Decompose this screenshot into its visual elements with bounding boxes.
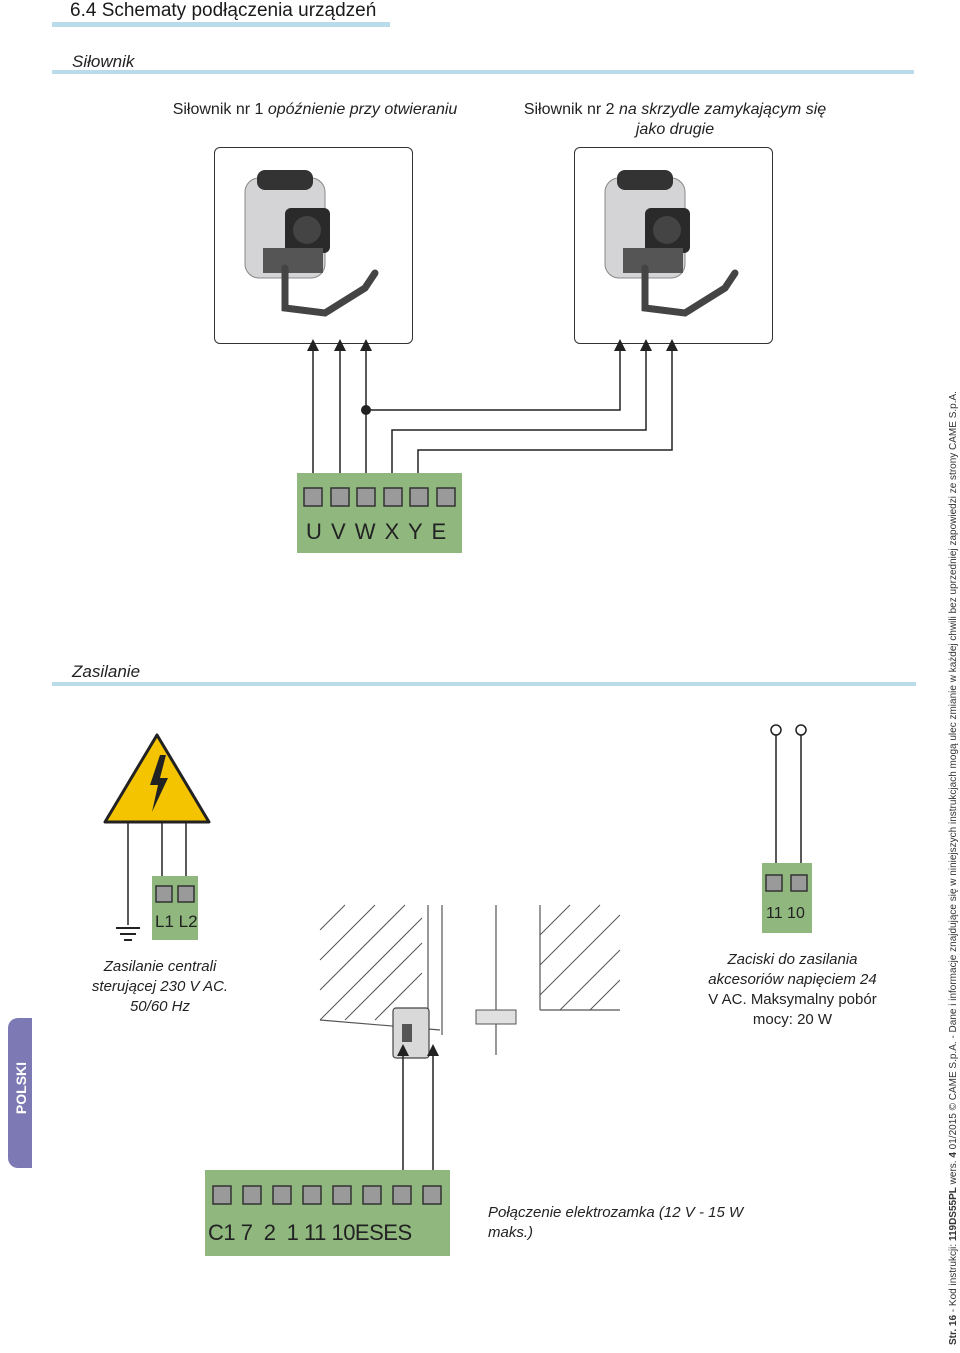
- power-caption-line3: 50/60 Hz: [129, 998, 191, 1015]
- motor1-label-italic: opóźnienie przy otwieraniu: [267, 101, 458, 118]
- language-side-tab-label: POLSKI: [13, 1061, 29, 1115]
- motor2-label-line2: jako drugie: [635, 121, 715, 138]
- accessory-caption-line4: mocy: 20 W: [752, 1011, 833, 1028]
- accessory-caption-line3: V AC. Maksymalny pobór: [708, 991, 877, 1008]
- accessory-terminal-labels: 11 10: [766, 905, 805, 922]
- control-terminal-block: [205, 1170, 450, 1256]
- page-footer: Str. 16 - Kod instrukcji: 119DS55PL wers…: [948, 391, 959, 1345]
- footer-code: 119DS55PL: [948, 1187, 959, 1242]
- motor1-box: [214, 147, 413, 344]
- footer-page: Str. 16: [948, 1314, 959, 1345]
- accessory-caption: Zaciski do zasilania akcesoriów napięcie…: [705, 950, 880, 1030]
- motor1-label-normal: Siłownik nr 1: [172, 101, 268, 118]
- wire-x: [386, 339, 652, 491]
- motor1-label: Siłownik nr 1 opóźnienie przy otwieraniu: [160, 100, 470, 120]
- power-section-heading: Zasilanie: [72, 662, 141, 681]
- gate-operator-icon: [244, 170, 379, 317]
- motor2-label: Siłownik nr 2 na skrzydle zamykającym si…: [505, 100, 845, 140]
- motor2-label-italic: na skrzydle zamykającym się: [618, 101, 827, 118]
- motor-terminal-labels: U V W X Y E: [306, 519, 447, 544]
- footer-code-prefix: - Kod instrukcji:: [948, 1241, 959, 1315]
- accessory-caption-line1: Zaciski do zasilania: [727, 951, 858, 968]
- power-caption: Zasilanie centrali sterującej 230 V AC. …: [80, 957, 240, 1017]
- accessory-caption-line2: akcesoriów napięciem 24: [708, 971, 877, 988]
- wire-y: [412, 339, 678, 491]
- power-section-rule: [52, 682, 916, 686]
- motor2-label-normal: Siłownik nr 2: [523, 101, 619, 118]
- title-underline: [52, 22, 390, 27]
- high-voltage-warning-icon: [103, 733, 211, 824]
- actuator-section-heading: Siłownik: [72, 52, 135, 71]
- control-terminal-labels: C1 7 2 1 11 10ESES: [208, 1220, 412, 1245]
- power-terminal-labels: L1 L2: [155, 912, 198, 931]
- footer-rest: 01/2015 © CAME S.p.A. - Dane i informacj…: [948, 391, 959, 1153]
- footer-version-prefix: wers.: [948, 1157, 959, 1188]
- section-title: 6.4 Schematy podłączenia urządzeń: [70, 0, 377, 21]
- language-side-tab: POLSKI: [8, 1018, 32, 1168]
- motor-terminal-block: [297, 473, 462, 553]
- gate-operator-icon: [604, 170, 739, 317]
- actuator-section-rule: [52, 70, 914, 74]
- gate-with-electric-lock-icon: [319, 904, 621, 1059]
- footer-version: 4: [948, 1152, 959, 1158]
- power-caption-line2: sterującej 230 V AC.: [91, 978, 229, 995]
- wire-motor2-common: [366, 339, 626, 411]
- power-caption-line1: Zasilanie centrali: [103, 958, 217, 975]
- lock-caption: Połączenie elektrozamka (12 V - 15 W mak…: [488, 1204, 744, 1241]
- ground-icon: [116, 927, 140, 941]
- motor2-box: [574, 147, 773, 344]
